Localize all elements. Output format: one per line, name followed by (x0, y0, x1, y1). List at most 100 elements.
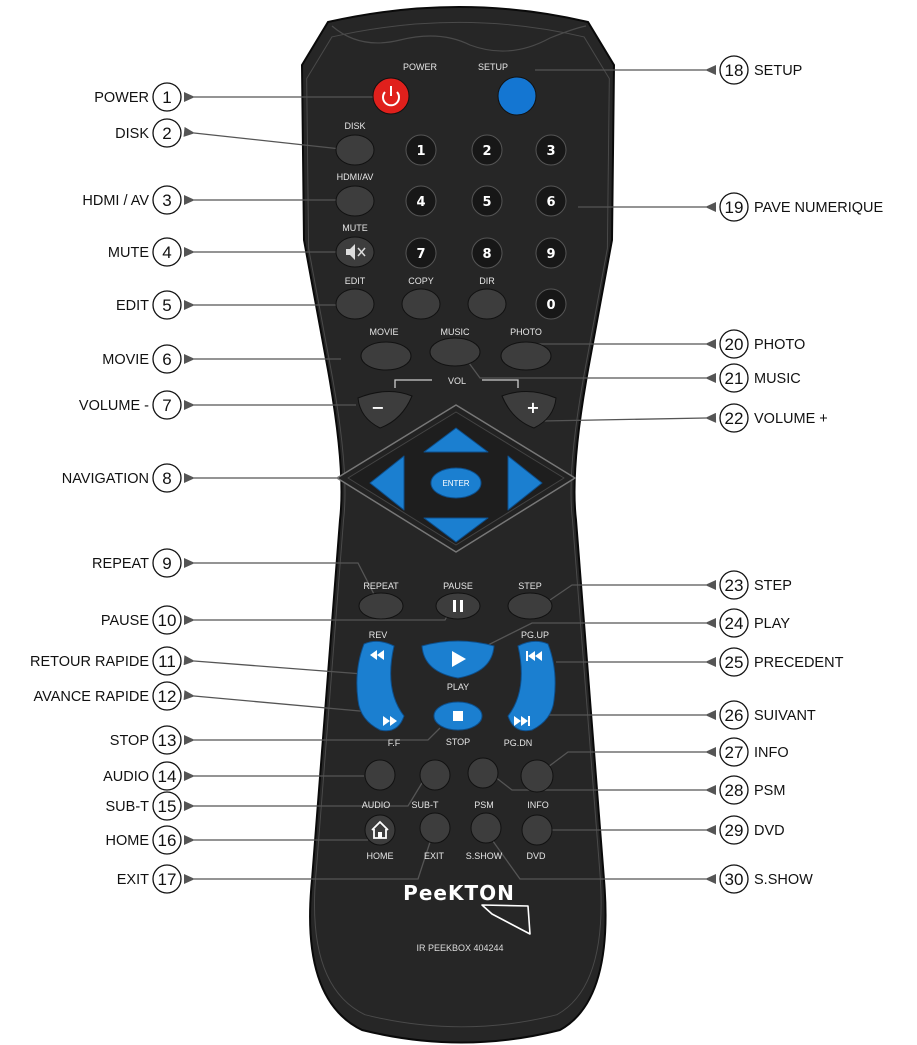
digit-2-button[interactable]: 2 (471, 134, 503, 166)
audio-button[interactable] (364, 759, 396, 791)
movie-button[interactable] (360, 341, 412, 371)
svg-text:29: 29 (725, 821, 744, 840)
svg-text:SUIVANT: SUIVANT (754, 708, 816, 724)
dir-button[interactable] (467, 288, 507, 320)
edit-button[interactable] (335, 288, 375, 320)
movie-label: MOVIE (369, 327, 398, 337)
svg-text:NAVIGATION: NAVIGATION (62, 471, 149, 487)
play-button[interactable] (421, 640, 495, 679)
psm-label: PSM (474, 800, 494, 810)
mute-button[interactable] (335, 236, 375, 268)
digit-6-button[interactable]: 6 (535, 185, 567, 217)
psm-button[interactable] (467, 757, 499, 789)
disk-button[interactable] (335, 134, 375, 166)
music-button[interactable] (429, 337, 481, 367)
callout-7: VOLUME -7 (79, 390, 182, 420)
svg-text:REPEAT: REPEAT (92, 556, 149, 572)
svg-text:12: 12 (158, 687, 177, 706)
setup-button[interactable] (497, 76, 537, 116)
pg-dn-label: PG.DN (504, 738, 533, 748)
digit-3-button[interactable]: 3 (535, 134, 567, 166)
svg-text:RETOUR RAPIDE: RETOUR RAPIDE (30, 654, 149, 670)
svg-text:10: 10 (158, 611, 177, 630)
svg-text:HDMI / AV: HDMI / AV (82, 193, 149, 209)
step-button[interactable] (507, 592, 553, 620)
svg-text:25: 25 (725, 653, 744, 672)
info-label: INFO (527, 800, 549, 810)
dvd-label: DVD (526, 851, 546, 861)
digit-8-button[interactable]: 8 (471, 237, 503, 269)
sub-t-label: SUB-T (412, 800, 440, 810)
stop-label: STOP (446, 737, 470, 747)
dvd-button[interactable] (521, 814, 553, 846)
svg-text:2: 2 (482, 144, 491, 159)
s-show-button[interactable] (470, 812, 502, 844)
stop-button[interactable] (433, 701, 483, 731)
pg-dn-button[interactable] (514, 716, 530, 726)
mute-icon (346, 244, 366, 260)
svg-text:PSM: PSM (754, 783, 785, 799)
svg-text:15: 15 (158, 797, 177, 816)
svg-text:POWER: POWER (94, 90, 149, 106)
digit-9-button[interactable]: 9 (535, 237, 567, 269)
nav-right-button[interactable] (507, 455, 543, 511)
copy-button[interactable] (401, 288, 441, 320)
digit-7-button[interactable]: 7 (405, 237, 437, 269)
digit-4-button[interactable]: 4 (405, 185, 437, 217)
svg-text:9: 9 (546, 247, 555, 262)
ff-button[interactable] (383, 716, 397, 726)
setup-label: SETUP (478, 62, 508, 72)
nav-left-button[interactable] (369, 455, 405, 511)
home-button[interactable] (364, 814, 396, 846)
pause-button[interactable] (435, 592, 481, 620)
repeat-button[interactable] (358, 592, 404, 620)
digit-0-button[interactable]: 0 (535, 288, 567, 320)
svg-text:INFO: INFO (754, 745, 789, 761)
nav-down-button[interactable] (423, 517, 489, 543)
volume-up-button[interactable]: + (501, 391, 557, 429)
svg-text:PRECEDENT: PRECEDENT (754, 655, 844, 671)
svg-text:26: 26 (725, 706, 744, 725)
rev-button[interactable] (370, 650, 384, 660)
power-button[interactable] (372, 77, 410, 115)
svg-text:HOME: HOME (106, 833, 150, 849)
svg-text:28: 28 (725, 781, 744, 800)
svg-text:5: 5 (162, 296, 171, 315)
exit-button[interactable] (419, 812, 451, 844)
photo-button[interactable] (500, 341, 552, 371)
enter-button[interactable]: ENTER (430, 467, 482, 499)
info-button[interactable] (520, 759, 554, 793)
svg-text:1: 1 (416, 144, 425, 159)
mute-label: MUTE (342, 223, 368, 233)
svg-text:VOLUME +: VOLUME + (754, 411, 828, 427)
skip-next-icon (514, 716, 530, 726)
pgup-pgdn-rocker (507, 640, 556, 732)
svg-text:MUTE: MUTE (108, 245, 149, 261)
photo-label: PHOTO (510, 327, 542, 337)
svg-text:STEP: STEP (754, 578, 792, 594)
hdmi-av-button[interactable] (335, 185, 375, 217)
svg-text:14: 14 (158, 767, 177, 786)
plus-icon: + (526, 398, 539, 417)
pause-icon (453, 600, 463, 612)
nav-up-button[interactable] (423, 427, 489, 453)
svg-text:4: 4 (416, 195, 425, 210)
digit-1-button[interactable]: 1 (405, 134, 437, 166)
fast-forward-icon (383, 716, 397, 726)
pg-up-button[interactable] (526, 651, 542, 661)
digit-5-button[interactable]: 5 (471, 185, 503, 217)
volume-down-button[interactable]: − (357, 391, 413, 429)
sub-t-button[interactable] (419, 759, 451, 791)
callout-28: 28 PSM (719, 775, 785, 805)
svg-text:30: 30 (725, 870, 744, 889)
play-icon (452, 651, 466, 667)
